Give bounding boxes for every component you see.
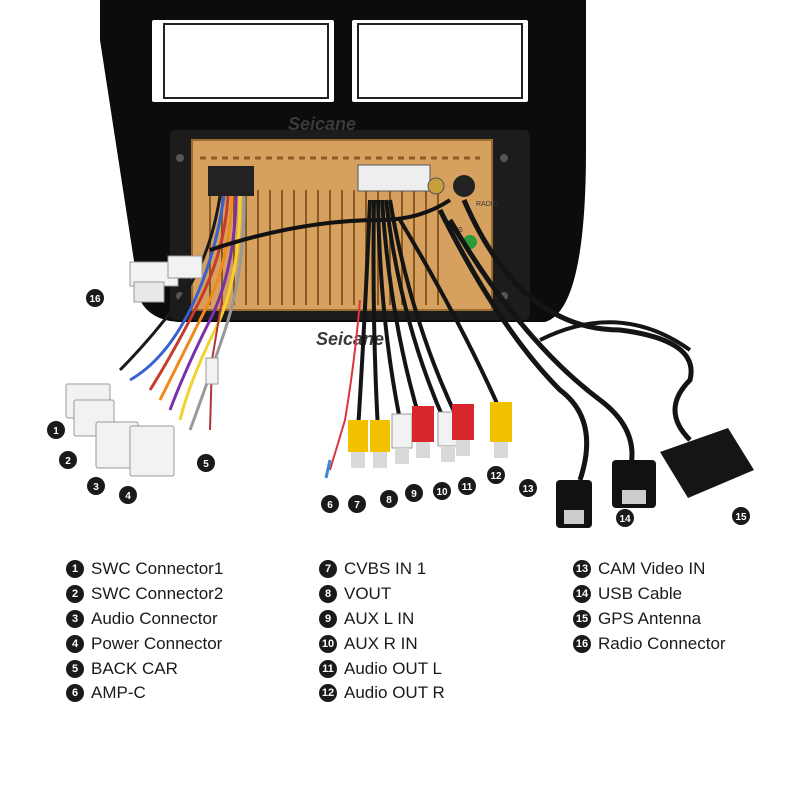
legend-item: 5 BACK CAR — [66, 657, 296, 682]
legend-col-2: 7 CVBS IN 1 8 VOUT 9 AUX L IN 10 AUX R IN 11… — [319, 556, 549, 704]
svg-text:12: 12 — [490, 471, 502, 482]
legend-label: USB Cable — [598, 583, 683, 603]
svg-text:8: 8 — [386, 495, 392, 506]
rca-plug-aux-r-in — [412, 406, 434, 458]
rca-plug-vout — [370, 420, 390, 468]
harness-plugs — [65, 383, 175, 477]
legend-label: AMP-C — [91, 682, 146, 702]
svg-text:6: 6 — [327, 500, 333, 511]
svg-text:9: 9 — [411, 489, 417, 500]
legend-item: 16 Radio Connector — [573, 632, 800, 657]
legend-item: 1 SWC Connector1 — [66, 556, 296, 581]
rca-plug-cvbs-in1 — [348, 420, 368, 468]
svg-text:13: 13 — [522, 484, 534, 495]
radio-socket — [453, 175, 475, 197]
legend-item: 7 CVBS IN 1 — [319, 556, 549, 581]
rca-cables — [356, 199, 502, 431]
amp-c-wire — [329, 299, 361, 471]
legend-number: 1 — [66, 559, 84, 578]
gps-antenna-puck — [660, 428, 754, 498]
rca-plug-audio-out-r — [452, 404, 474, 456]
legend-number: 5 — [66, 660, 84, 679]
legend-number: 14 — [573, 584, 591, 603]
svg-text:16: 16 — [89, 294, 101, 305]
svg-text:3: 3 — [93, 482, 99, 493]
legend-number: 10 — [319, 635, 337, 654]
legend-label: VOUT — [344, 583, 392, 603]
rca-plug-cam-video-in — [490, 402, 512, 458]
legend-label: GPS Antenna — [598, 608, 702, 628]
legend-item: 6 AMP-C — [66, 682, 296, 704]
usb-cable — [437, 208, 590, 481]
legend-item: 11 Audio OUT L — [319, 657, 549, 682]
legend-item: 10 AUX R IN — [319, 632, 549, 657]
brand-logo-bottom: Seicane — [316, 329, 384, 349]
svg-text:2: 2 — [65, 456, 71, 467]
legend-item: 13 CAM Video IN — [573, 556, 800, 581]
radio-socket-label: RADIO — [476, 201, 499, 208]
legend-col-3: 13 CAM Video IN 14 USB Cable 15 GPS Antenna… — [573, 556, 800, 657]
svg-text:5: 5 — [203, 459, 209, 470]
legend-number: 12 — [319, 683, 337, 702]
product-illustration: Seicane RADIO GPS Seicane — [47, 0, 754, 528]
legend-number: 3 — [66, 609, 84, 628]
legend-item: 3 Audio Connector — [66, 606, 296, 631]
legend-label: CVBS IN 1 — [344, 558, 427, 578]
gps-antenna-cable — [461, 199, 694, 442]
svg-text:4: 4 — [125, 491, 131, 502]
legend-item: 15 GPS Antenna — [573, 606, 800, 631]
av-connector-socket — [357, 164, 431, 192]
legend-label: BACK CAR — [91, 659, 178, 679]
legend-number: 9 — [319, 609, 337, 628]
legend-col-1: 1 SWC Connector1 2 SWC Connector2 3 Audio C… — [66, 556, 296, 704]
vent-window-right — [352, 20, 528, 102]
legend-number: 7 — [319, 559, 337, 578]
gps-socket — [427, 177, 445, 195]
legend-label: Audio OUT R — [344, 682, 445, 702]
svg-text:10: 10 — [436, 487, 448, 498]
legend-label: Audio OUT L — [344, 659, 442, 679]
radio-connector-plug — [129, 255, 203, 303]
legend-number: 11 — [319, 660, 337, 679]
legend-label: CAM Video IN — [598, 558, 706, 578]
legend-number: 8 — [319, 584, 337, 603]
main-cable — [209, 198, 452, 252]
legend-label: Audio Connector — [91, 608, 218, 628]
svg-text:15: 15 — [735, 512, 747, 523]
legend-number: 15 — [573, 609, 591, 628]
legend-item: 2 SWC Connector2 — [66, 581, 296, 606]
svg-text:1: 1 — [53, 426, 59, 437]
vent-window-left — [152, 20, 334, 102]
legend-number: 16 — [573, 635, 591, 654]
legend-number: 6 — [66, 683, 84, 702]
legend-label: Power Connector — [91, 634, 223, 654]
svg-text:11: 11 — [462, 482, 473, 493]
legend-label: AUX L IN — [344, 608, 415, 628]
legend-number: 4 — [66, 635, 84, 654]
legend-label: SWC Connector2 — [91, 583, 224, 603]
legend-item: 12 Audio OUT R — [319, 682, 549, 704]
legend-label: Radio Connector — [598, 634, 726, 654]
legend-number: 2 — [66, 584, 84, 603]
legend-label: AUX R IN — [344, 634, 418, 654]
svg-text:7: 7 — [354, 500, 360, 511]
main-connector-socket — [208, 166, 254, 196]
legend-label: SWC Connector1 — [91, 558, 224, 578]
legend-item: 9 AUX L IN — [319, 606, 549, 631]
rca-plug-aux-l-in — [391, 413, 413, 464]
legend-item: 8 VOUT — [319, 581, 549, 606]
legend-item: 4 Power Connector — [66, 632, 296, 657]
legend-number: 13 — [573, 559, 591, 578]
svg-text:14: 14 — [619, 514, 631, 525]
callouts: 16 1 2 3 4 5 6 7 8 9 10 11 12 13 14 15 — [47, 289, 750, 527]
legend-item: 14 USB Cable — [573, 581, 800, 606]
brand-logo-top: Seicane — [288, 114, 356, 134]
